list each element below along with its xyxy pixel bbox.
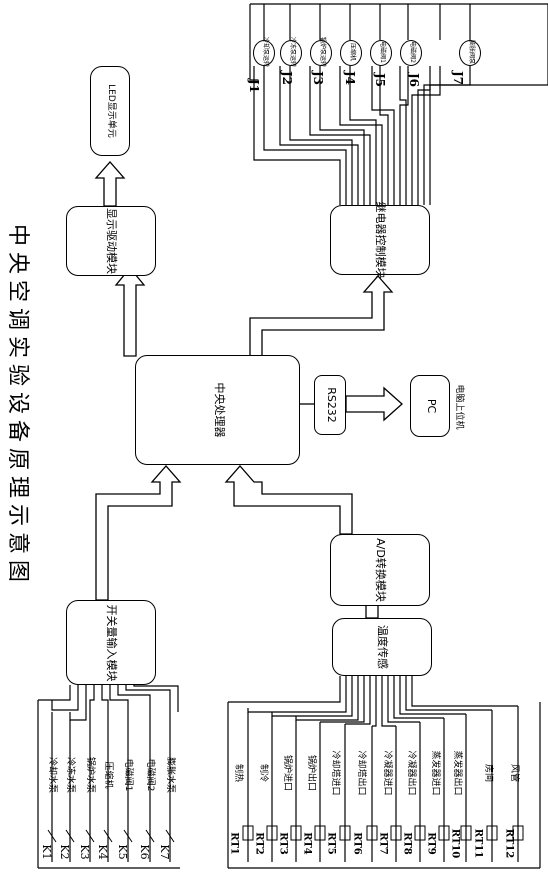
switch-input-block: 开关量输入模块 [66, 600, 156, 685]
rs232-block: RS232 [314, 375, 346, 435]
drive-module-block: 显示驱动模块 [66, 206, 156, 276]
sensor-switch-label: 温度传感 [376, 625, 389, 669]
switch-name: 膨胀水泵 [165, 756, 175, 793]
sensor-id: RT11 [472, 828, 484, 859]
relay-id: J3 [311, 70, 325, 86]
switch-name: 电磁阀1 [123, 758, 133, 792]
sensor-switch-block: 温度传感 [332, 618, 432, 676]
relay-coil-icon [459, 40, 481, 66]
switch-contacts [47, 829, 175, 843]
switch-name: 压缩机 [103, 761, 113, 789]
relay-name: 冷冻泵运转 [289, 36, 296, 67]
switch-name: 冷冻水泵 [65, 756, 75, 793]
sensor-name: 蒸发器出口 [452, 750, 462, 796]
rs232-label: RS232 [325, 387, 338, 423]
relay-id: J7 [451, 70, 465, 86]
switch-name: 冷却水泵 [47, 756, 57, 793]
switch-id: K2 [58, 844, 71, 860]
sensor-id: RT3 [277, 832, 289, 855]
sensor-id: RT7 [377, 832, 389, 855]
switch-id: K1 [40, 844, 53, 860]
sensor-id: RT10 [449, 828, 461, 859]
sensor-name: 冷凝器出口 [406, 750, 416, 796]
switch-id: K7 [158, 844, 171, 860]
ad-module-block: A/D转换模块 [330, 534, 430, 606]
switch-id: K3 [78, 844, 91, 860]
sensor-name: 制冷 [258, 763, 268, 782]
relay-module-block: 继电器控制模块 [330, 202, 430, 279]
relay-name: 膨胀阀泵 [468, 39, 475, 64]
relay-coil-icon [340, 40, 362, 66]
switch-name: 锅炉水泵 [85, 756, 95, 793]
sensor-id: RT8 [401, 832, 413, 855]
cpu-label: 中央处理器 [213, 382, 226, 438]
relay-id: J4 [343, 70, 357, 86]
cpu-block: 中央处理器 [135, 355, 300, 465]
switch-name: 电磁阀2 [145, 758, 155, 792]
relay-name: 冷却泵运转 [262, 36, 269, 67]
pc-label: PC [425, 398, 438, 414]
switch-id: K6 [138, 844, 151, 860]
sensor-id: RT9 [425, 832, 437, 855]
sensor-name: 冷却塔出口 [356, 750, 366, 796]
sensor-id: RT6 [351, 832, 363, 855]
sensor-name: 风管 [509, 763, 519, 782]
relay-wiring [249, 3, 548, 205]
relay-name: 压缩机 [349, 42, 356, 61]
relay-coil-icon [370, 40, 392, 66]
led-display-label: LED显示单元 [106, 84, 116, 138]
sensor-id: RT1 [228, 832, 240, 855]
switch-input-label: 开关量输入模块 [105, 604, 118, 682]
relay-name: 电磁阀1 [379, 41, 386, 63]
relay-coil-icon [280, 40, 302, 66]
relay-name: 电磁阀2 [409, 41, 416, 63]
switch-id: K5 [116, 844, 129, 860]
sensor-id: RT2 [253, 832, 265, 855]
relay-id: J6 [407, 72, 421, 88]
sensor-name: 冷凝器进口 [382, 750, 392, 796]
relay-coil-icon [400, 40, 422, 66]
page-title: 中央空调实验设备原理示意图 [5, 223, 30, 588]
sensor-id: RT4 [301, 832, 313, 855]
sensor-name: 房间 [483, 763, 493, 782]
sensor-name: 锅炉出口 [306, 754, 316, 791]
switch-wiring [37, 685, 180, 869]
sensor-id: RT5 [325, 832, 337, 855]
pc-block: PC [410, 375, 450, 437]
sensor-name: 蒸发器进口 [430, 750, 440, 796]
sensor-name: 锅炉进口 [282, 754, 292, 791]
switch-id: K4 [96, 844, 109, 860]
pc-note: 电脑上位机 [454, 384, 464, 430]
relay-name: 锅炉泵运转 [319, 36, 326, 67]
led-display-block: LED显示单元 [90, 66, 130, 156]
sensor-name: 制热 [233, 763, 243, 782]
relay-module-label: 继电器控制模块 [374, 201, 387, 279]
sensor-resistors [242, 825, 524, 841]
relay-coil-icon [310, 40, 332, 66]
sensor-name: 冷却塔进口 [330, 750, 340, 796]
drive-module-label: 显示驱动模块 [105, 208, 118, 274]
sensor-wiring [227, 676, 541, 869]
sensor-id: RT12 [503, 828, 515, 859]
relay-id: J2 [280, 70, 294, 86]
relay-coil-icon [253, 40, 275, 66]
relay-id: J5 [373, 72, 387, 88]
relay-id: J1 [247, 78, 261, 94]
